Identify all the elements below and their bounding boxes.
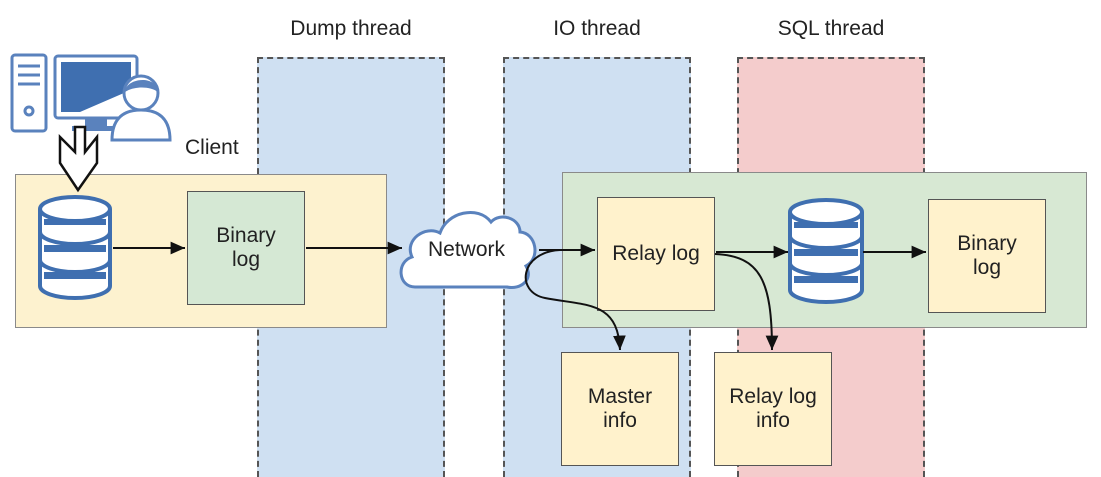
relay-log-to-relay-log-info-arrow	[714, 253, 779, 351]
relay-log-label: Relay log	[612, 242, 700, 265]
relay-log-box: Relay log	[597, 197, 715, 311]
master-info-label: Master info	[587, 385, 653, 432]
master-binary-log-box: Binary log	[187, 191, 305, 305]
relay-log-info-label: Relay log info	[729, 385, 817, 432]
cloud-icon	[399, 211, 537, 290]
sql-thread-title: SQL thread	[777, 17, 885, 40]
replica-binary-log-box: Binary log	[928, 199, 1046, 313]
master-database-icon	[38, 195, 112, 300]
replica-binary-log-label: Binary log	[957, 232, 1017, 279]
client-label: Client	[185, 136, 239, 159]
io-thread-title: IO thread	[553, 17, 641, 40]
client-to-db-arrow	[58, 125, 99, 193]
master-info-box: Master info	[561, 352, 679, 466]
io-thread-to-master-info-arrow	[524, 249, 626, 351]
dump-thread-title: Dump thread	[290, 17, 412, 40]
network-label: Network	[428, 238, 506, 261]
replica-database-icon	[788, 198, 864, 304]
master-binary-log-label: Binary log	[216, 224, 276, 271]
relay-log-info-box: Relay log info	[714, 352, 832, 466]
